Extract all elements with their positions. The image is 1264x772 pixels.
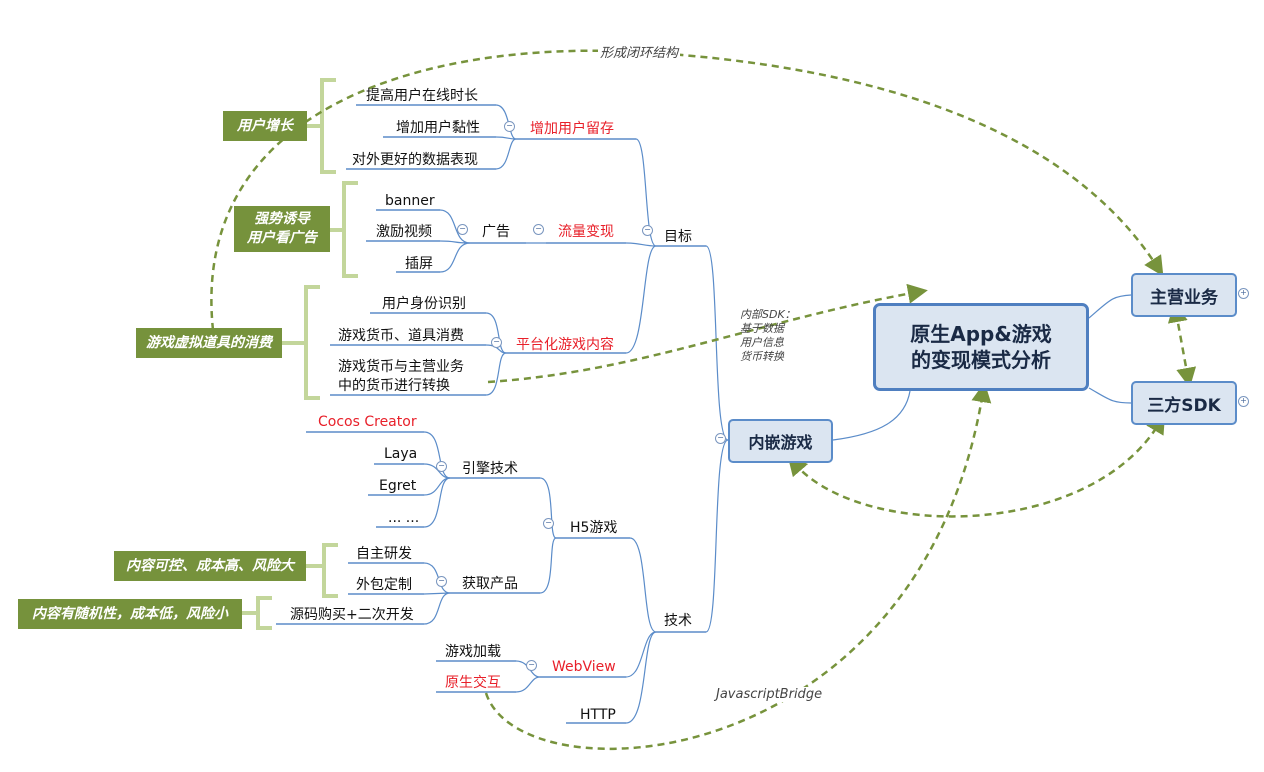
main-business-label: 主营业务 [1150,287,1218,308]
engine-item-egret[interactable]: Egret [379,478,417,494]
collapse-toggle[interactable]: − [715,433,726,444]
engine-node[interactable]: 引擎技术 [462,461,518,477]
retention-item-data[interactable]: 对外更好的数据表现 [352,152,478,168]
central-title-line2: 的变现模式分析 [911,348,1051,372]
engine-item-cocos[interactable]: Cocos Creator [318,414,417,430]
annotation-virtual-items-text: 游戏虚拟道具的消费 [146,334,272,351]
platform-item-convert-2[interactable]: 中的货币进行转换 [338,378,450,394]
collapse-toggle[interactable]: − [436,576,447,587]
webview-item-native[interactable]: 原生交互 [445,675,501,691]
third-sdk-node[interactable]: 三方SDK [1131,381,1237,425]
annotation-random: 内容有随机性，成本低，风险小 [18,599,242,629]
annotation-force-ads-line1: 强势诱导 [254,211,310,227]
tech-node[interactable]: 技术 [664,613,692,629]
collapse-toggle[interactable]: − [526,660,537,671]
central-topic[interactable]: 原生App&游戏 的变现模式分析 [873,303,1089,391]
h5-node[interactable]: H5游戏 [570,520,618,536]
annotation-force-ads: 强势诱导 用户看广告 [234,206,330,252]
note-inner-sdk-line1: 内部SDK： [740,308,796,321]
collapse-toggle[interactable]: − [543,518,554,529]
platform-node[interactable]: 平台化游戏内容 [516,337,614,353]
main-business-node[interactable]: 主营业务 [1131,273,1237,317]
retention-node[interactable]: 增加用户留存 [530,121,614,137]
ads-item-banner[interactable]: banner [385,193,435,209]
third-sdk-label: 三方SDK [1147,395,1221,416]
collapse-toggle[interactable]: − [436,461,447,472]
annotation-controllable: 内容可控、成本高、风险大 [114,551,306,581]
note-inner-sdk: 内部SDK： 基于数据 用户信息 货币转换 [740,308,796,364]
annotation-virtual-items: 游戏虚拟道具的消费 [136,328,282,358]
annotation-force-ads-line2: 用户看广告 [247,230,317,246]
note-inner-sdk-line3: 用户信息 [740,336,784,349]
note-inner-sdk-line2: 基于数据 [740,322,784,335]
expand-toggle[interactable]: + [1238,396,1249,407]
annotation-random-text: 内容有随机性，成本低，风险小 [32,605,228,622]
acquire-node[interactable]: 获取产品 [462,576,518,592]
webview-item-load[interactable]: 游戏加载 [445,644,501,660]
collapse-toggle[interactable]: − [491,337,502,348]
acquire-item-source[interactable]: 源码购买+二次开发 [290,607,414,623]
annotation-brackets [242,78,358,630]
platform-item-identity[interactable]: 用户身份识别 [382,296,466,312]
platform-item-convert-1[interactable]: 游戏货币与主营业务 [338,359,464,375]
retention-item-online-time[interactable]: 提高用户在线时长 [366,88,478,104]
note-js-bridge: JavascriptBridge [714,687,825,702]
annotation-user-growth: 用户增长 [223,111,307,141]
platform-item-consume[interactable]: 游戏货币、道具消费 [338,328,464,344]
annotation-user-growth-text: 用户增长 [237,117,293,134]
goal-node[interactable]: 目标 [664,229,692,245]
branch-curves [423,104,1132,724]
ads-node[interactable]: 广告 [482,224,510,240]
acquire-item-outsource[interactable]: 外包定制 [356,577,412,593]
engine-item-more[interactable]: ... ... [388,510,420,526]
expand-toggle[interactable]: + [1238,288,1249,299]
dashed-flows [210,49,1197,751]
ads-item-interstitial[interactable]: 插屏 [405,256,433,272]
engine-item-laya[interactable]: Laya [384,446,418,462]
node-underlines [276,104,706,724]
acquire-item-self[interactable]: 自主研发 [356,546,412,562]
traffic-node[interactable]: 流量变现 [558,224,614,240]
retention-item-stickiness[interactable]: 增加用户黏性 [396,120,480,136]
central-title-line1: 原生App&游戏 [910,322,1052,346]
annotation-controllable-text: 内容可控、成本高、风险大 [126,557,294,574]
webview-node[interactable]: WebView [552,659,616,675]
collapse-toggle[interactable]: − [457,224,468,235]
collapse-toggle[interactable]: − [504,121,515,132]
collapse-toggle[interactable]: − [642,225,653,236]
http-node[interactable]: HTTP [580,707,616,723]
note-inner-sdk-line4: 货币转换 [740,350,784,363]
ads-item-reward-video[interactable]: 激励视频 [376,224,432,240]
note-closed-loop: 形成闭环结构 [598,42,681,61]
embedded-games-node[interactable]: 内嵌游戏 [728,419,833,463]
embedded-games-label: 内嵌游戏 [748,433,813,452]
collapse-toggle[interactable]: − [533,224,544,235]
